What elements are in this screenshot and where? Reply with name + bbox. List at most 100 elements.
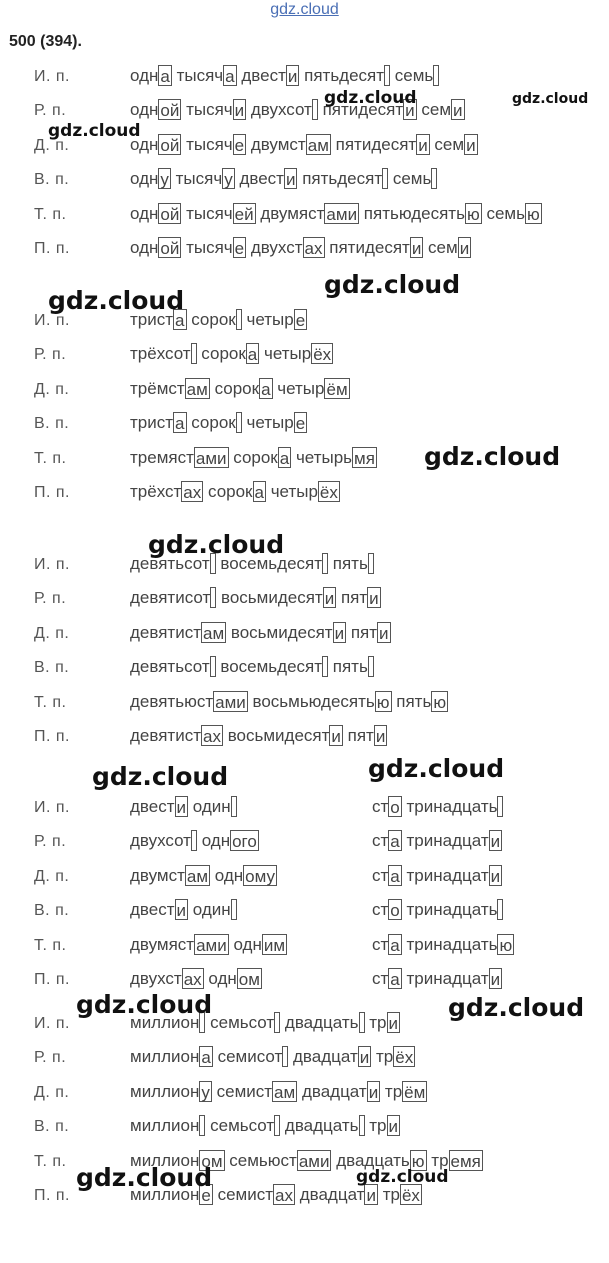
word-stem: двадцать xyxy=(284,1116,359,1136)
word-stem: двадцат xyxy=(293,1047,358,1067)
case-label: Р. п. xyxy=(34,833,67,851)
ending-box: а xyxy=(388,968,402,989)
numeral-word: семьсот xyxy=(210,1012,281,1033)
watermark: gdz.cloud xyxy=(368,754,505,783)
ending-box xyxy=(433,65,440,86)
ending-box xyxy=(235,412,242,434)
word-stem: четыр xyxy=(246,310,294,329)
watermark: gdz.cloud xyxy=(324,270,461,299)
word-stem: двест xyxy=(130,900,175,920)
ending-box: ами xyxy=(324,202,360,224)
ending-box: а xyxy=(199,1046,213,1068)
case-label: Д. п. xyxy=(34,136,70,154)
ending-box: у xyxy=(158,168,171,190)
ending-box: ам xyxy=(272,1080,298,1102)
word-stem: тр xyxy=(369,1116,387,1136)
numeral-word: семь xyxy=(395,65,440,86)
ending-box: и xyxy=(488,830,503,852)
ending-box: и xyxy=(322,587,337,609)
ending-box xyxy=(190,830,197,852)
ending-box: ой xyxy=(158,237,182,258)
word-stem: ст xyxy=(372,969,389,988)
ending-box: емя xyxy=(448,1149,483,1171)
numeral-word: один xyxy=(193,796,237,817)
word-stem: семьсот xyxy=(210,1116,275,1136)
ending-box: и xyxy=(386,1115,400,1137)
site-link[interactable]: gdz.cloud xyxy=(270,1,339,18)
word-stem: четырь xyxy=(295,447,353,467)
numeral-word: тринадцать xyxy=(407,796,504,817)
case-label: Р. п. xyxy=(34,1049,67,1067)
numeral-word: миллион xyxy=(130,1115,206,1137)
numeral-word: тринадцать xyxy=(407,899,504,921)
ending-box: ёх xyxy=(311,343,334,365)
word-stem: тысяч xyxy=(186,100,233,120)
word-stem: тысяч xyxy=(186,203,233,223)
word-stem: девятист xyxy=(130,726,201,745)
case-label: П. п. xyxy=(34,484,70,501)
word-stem: двест xyxy=(130,797,175,816)
ending-box: ам xyxy=(184,864,211,886)
numeral-word: сорок xyxy=(191,412,242,434)
word-stem: девятьсот xyxy=(130,554,210,573)
watermark: gdz.cloud xyxy=(512,91,589,107)
word-stem: сорок xyxy=(191,310,236,329)
ending-box: а xyxy=(388,933,402,955)
ending-box: е xyxy=(293,309,308,330)
numeral-word: пятьдесят xyxy=(304,65,391,86)
ending-box: и xyxy=(409,237,424,258)
case-label: Р. п. xyxy=(34,346,67,364)
ending-box: ей xyxy=(232,202,256,224)
word-stem: пят xyxy=(340,588,368,608)
word-stem: семьсот xyxy=(210,1013,275,1032)
word-stem: миллион xyxy=(130,1047,200,1067)
case-label: Т. п. xyxy=(34,1152,67,1170)
ending-box: а xyxy=(173,412,187,434)
numeral-word: трёхсот xyxy=(130,343,197,365)
case-label: Д. п. xyxy=(34,867,70,885)
ending-box: а xyxy=(223,65,237,86)
ending-box xyxy=(199,1115,206,1137)
ending-box: а xyxy=(158,65,172,86)
word-stem: тринадцат xyxy=(406,831,489,851)
ending-box xyxy=(274,1012,281,1033)
ending-box: и xyxy=(332,621,347,643)
numeral-word: семьсот xyxy=(210,1115,281,1137)
case-label: И. п. xyxy=(34,312,70,329)
case-label: Р. п. xyxy=(34,590,67,608)
word-stem: девятист xyxy=(130,622,201,642)
watermark: gdz.cloud xyxy=(324,88,417,108)
ending-box xyxy=(311,99,318,121)
word-stem: одн xyxy=(130,66,159,85)
watermark: gdz.cloud xyxy=(92,762,229,791)
word-stem: трёхсот xyxy=(130,344,191,364)
ending-box: ой xyxy=(158,99,182,121)
numeral-word: семисот xyxy=(218,1046,289,1068)
ending-box: ами xyxy=(193,446,229,468)
ending-box xyxy=(358,1115,365,1137)
case-label: П. п. xyxy=(34,971,70,988)
